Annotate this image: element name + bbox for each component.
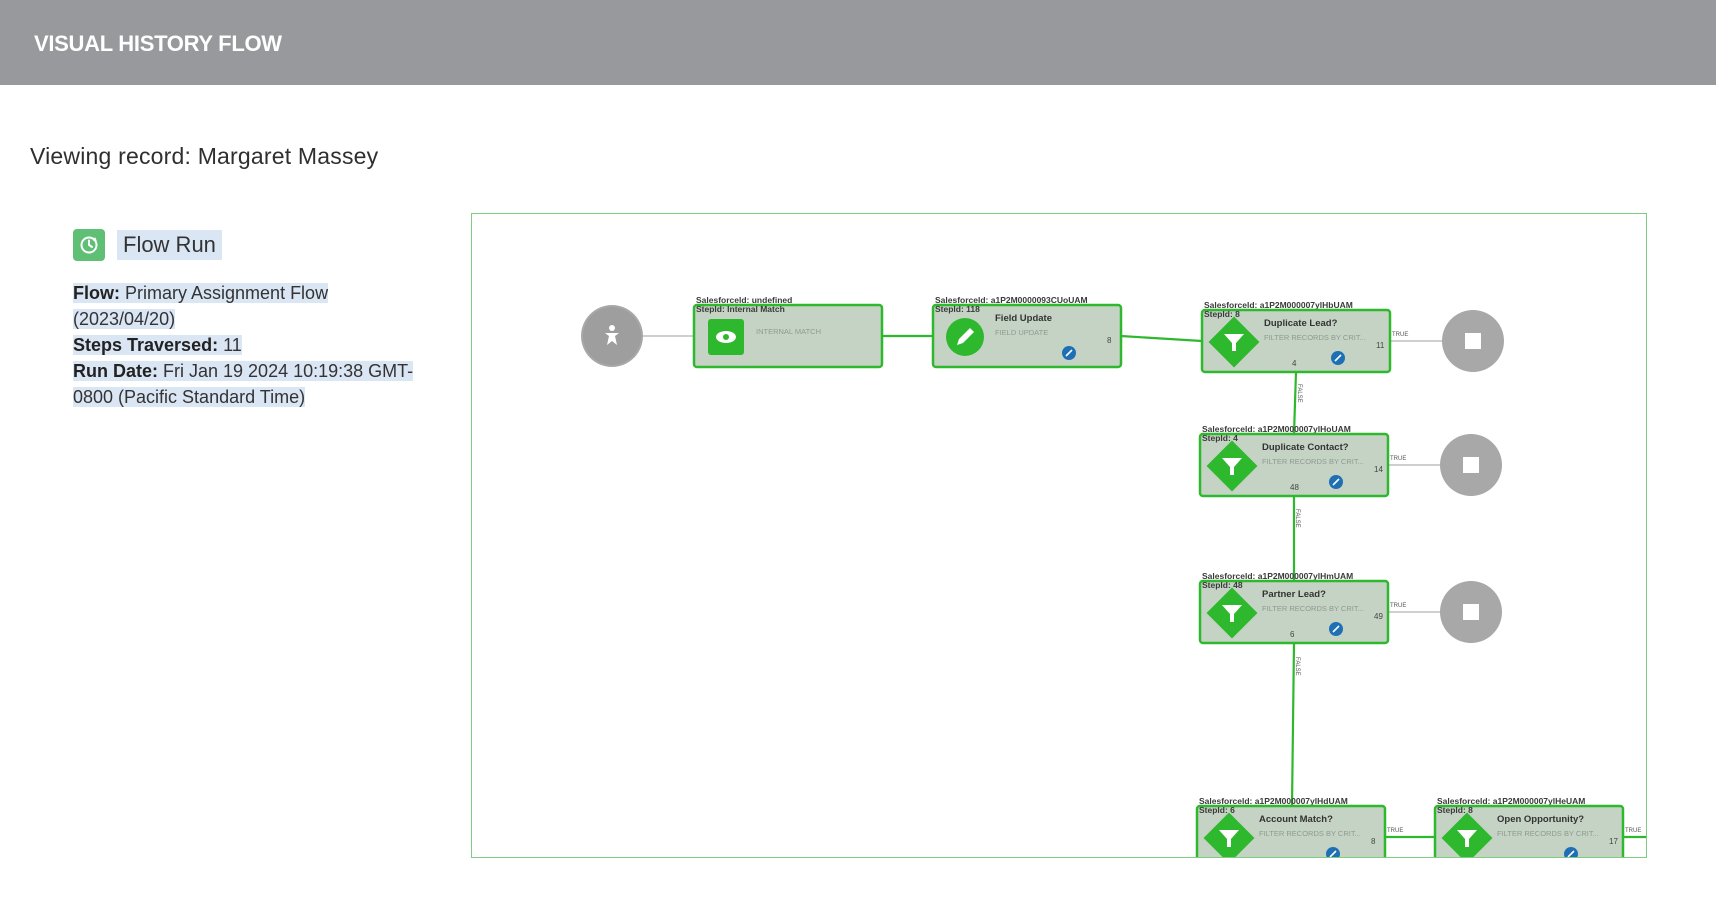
- node-step-id: Stepld: Internal Match: [696, 304, 785, 314]
- flow-label: Flow:: [73, 283, 120, 303]
- flow-run-title: Flow Run: [117, 230, 222, 260]
- node-title: Duplicate Contact?: [1262, 442, 1349, 453]
- run-date-value-cont: 0800 (Pacific Standard Time): [73, 387, 306, 407]
- viewing-record-heading: Viewing record: Margaret Massey: [30, 143, 378, 170]
- node-salesforce-id: Salesforceld: a1P2M0000093CUoUAM: [935, 295, 1088, 305]
- edge-true-label: TRUE: [1625, 828, 1641, 834]
- node-subtitle: FILTER RECORDS BY CRIT...: [1262, 457, 1364, 466]
- flow-run-panel: Flow Run Flow: Primary Assignment Flow (…: [73, 228, 433, 410]
- edge-false-label: FALSE: [1296, 384, 1302, 403]
- start-node[interactable]: [581, 305, 643, 367]
- flow-diagram-canvas[interactable]: TRUE TRUE TRUE TRUE TRUE FALSE FALSE FALSE Sales…: [471, 213, 1647, 858]
- node-salesforce-id: Salesforceld: a1P2M000007ylHmUAM: [1202, 571, 1353, 581]
- edge-true-label: TRUE: [1390, 456, 1406, 462]
- funnel-icon: [1206, 587, 1258, 639]
- node-next-step: 4: [1292, 359, 1297, 368]
- node-title: Partner Lead?: [1262, 589, 1326, 600]
- node-count: 11: [1376, 341, 1385, 350]
- flow-run-header: Flow Run: [73, 228, 433, 262]
- node-count: 14: [1374, 465, 1383, 474]
- flow-node-n4[interactable]: Salesforceld: a1P2M000007ylHoUAMStepld: …: [1198, 424, 1390, 498]
- node-step-id: Stepld: 118: [935, 304, 980, 314]
- flow-node-n6[interactable]: Salesforceld: a1P2M000007ylHdUAMStepld: …: [1195, 796, 1387, 857]
- record-name: Margaret Massey: [197, 143, 379, 169]
- edge-true-label: TRUE: [1387, 828, 1403, 834]
- edit-icon[interactable]: [1564, 847, 1578, 857]
- viewing-record-label: Viewing record:: [30, 143, 192, 169]
- end-node-2[interactable]: [1440, 434, 1502, 496]
- edit-icon[interactable]: [1331, 351, 1345, 365]
- edit-icon[interactable]: [1329, 475, 1343, 489]
- run-date-label: Run Date:: [73, 361, 158, 381]
- flow-node-n3[interactable]: Salesforceld: a1P2M000007ylHbUAMStepld: …: [1200, 300, 1392, 374]
- node-step-id: Stepld: 8: [1437, 805, 1473, 815]
- top-bar: VISUAL HISTORY FLOW: [0, 0, 1716, 85]
- edit-icon[interactable]: [1062, 346, 1076, 360]
- node-next-step: 48: [1290, 483, 1299, 492]
- node-subtitle: FILTER RECORDS BY CRIT...: [1497, 829, 1599, 838]
- edge-false-label: FALSE: [1294, 509, 1300, 528]
- edit-icon[interactable]: [1329, 622, 1343, 636]
- funnel-icon: [1208, 316, 1260, 368]
- node-step-id: Stepld: 48: [1202, 580, 1243, 590]
- edge-n3-n4: [1292, 371, 1298, 435]
- node-subtitle: FILTER RECORDS BY CRIT...: [1259, 829, 1361, 838]
- node-title: Field Update: [995, 313, 1052, 324]
- node-step-id: Stepld: 8: [1204, 309, 1240, 319]
- flow-node-n7[interactable]: Salesforceld: a1P2M000007ylHeUAMStepld: …: [1433, 796, 1625, 857]
- node-count: 49: [1374, 612, 1383, 621]
- edge-true-label: TRUE: [1390, 603, 1406, 609]
- node-subtitle: FILTER RECORDS BY CRIT...: [1264, 333, 1366, 342]
- stop-icon: [1463, 604, 1479, 620]
- app-title: VISUAL HISTORY FLOW: [34, 31, 282, 56]
- clock-refresh-icon: [73, 229, 105, 261]
- person-icon: [605, 325, 619, 345]
- node-subtitle: INTERNAL MATCH: [756, 327, 821, 336]
- node-salesforce-id: Salesforceld: a1P2M000007ylHoUAM: [1202, 424, 1351, 434]
- node-count: 8: [1371, 837, 1376, 846]
- steps-value: 11: [223, 335, 242, 355]
- node-salesforce-id: Salesforceld: a1P2M000007ylHdUAM: [1199, 796, 1348, 806]
- end-node-3[interactable]: [1440, 581, 1502, 643]
- node-next-step: 6: [1290, 630, 1295, 639]
- node-subtitle: FIELD UPDATE: [995, 328, 1048, 337]
- flow-node-n2[interactable]: Salesforceld: a1P2M0000093CUoUAMStepld: …: [931, 295, 1123, 369]
- edge-n2-n3: [1120, 334, 1203, 343]
- steps-label: Steps Traversed:: [73, 335, 219, 355]
- stop-icon: [1463, 457, 1479, 473]
- funnel-icon: [1206, 440, 1258, 492]
- flow-run-details: Flow: Primary Assignment Flow (2023/04/2…: [73, 280, 433, 410]
- edit-icon[interactable]: [1326, 847, 1340, 857]
- node-count: 17: [1609, 837, 1618, 846]
- edge-n5-n6: [1290, 642, 1296, 807]
- node-salesforce-id: Salesforceld: a1P2M000007ylHeUAM: [1437, 796, 1585, 806]
- eye-icon: [708, 319, 744, 355]
- node-title: Open Opportunity?: [1497, 814, 1584, 825]
- node-subtitle: FILTER RECORDS BY CRIT...: [1262, 604, 1364, 613]
- stop-icon: [1465, 333, 1481, 349]
- flow-diagram[interactable]: TRUE TRUE TRUE TRUE TRUE FALSE FALSE FALSE Sales…: [472, 214, 1646, 857]
- end-node-1[interactable]: [1442, 310, 1504, 372]
- flow-version: (2023/04/20): [73, 309, 176, 329]
- edge-false-label: FALSE: [1294, 657, 1300, 676]
- flow-node-n5[interactable]: Salesforceld: a1P2M000007ylHmUAMStepld: …: [1198, 571, 1390, 645]
- run-date-value: Fri Jan 19 2024 10:19:38 GMT-: [163, 361, 414, 381]
- node-salesforce-id: Salesforceld: undefined: [696, 295, 792, 305]
- node-step-id: Stepld: 4: [1202, 433, 1238, 443]
- node-count: 8: [1107, 336, 1112, 345]
- flow-value: Primary Assignment Flow: [125, 283, 329, 303]
- pencil-icon: [946, 318, 984, 356]
- node-step-id: Stepld: 6: [1199, 805, 1235, 815]
- funnel-icon: [1203, 812, 1255, 857]
- node-title: Duplicate Lead?: [1264, 318, 1338, 329]
- edge-true-label: TRUE: [1392, 332, 1408, 338]
- node-salesforce-id: Salesforceld: a1P2M000007ylHbUAM: [1204, 300, 1353, 310]
- node-title: Account Match?: [1259, 814, 1333, 825]
- funnel-icon: [1441, 812, 1493, 857]
